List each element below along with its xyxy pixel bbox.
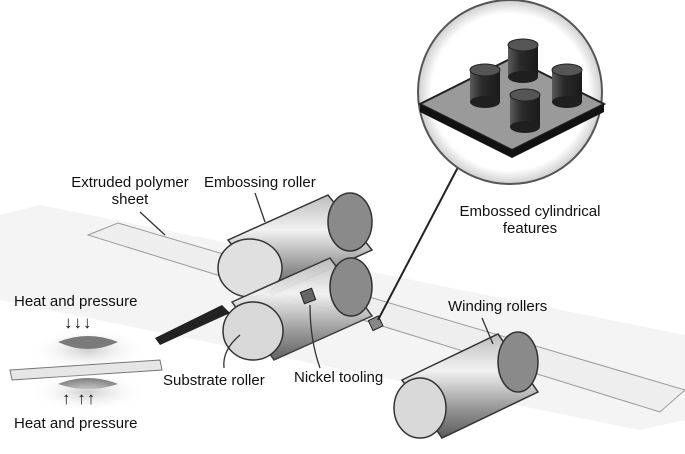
label-embossed-line1: Embossed cylindrical (459, 203, 601, 220)
label-extruded-line2: sheet (111, 191, 149, 208)
magnify-leader (377, 147, 469, 321)
leader-embossing (254, 192, 266, 223)
nickel-tooling-patch (299, 287, 317, 305)
winding-roller (393, 331, 540, 439)
heat-pressure-inset (9, 328, 163, 412)
label-embossed-line2: features (502, 220, 558, 237)
feed-rod (155, 305, 230, 345)
magnified-view (417, 0, 607, 185)
leader-nickel (309, 304, 321, 369)
label-extruded-polymer-sheet: Extruded polymer sheet (50, 174, 210, 208)
leader-substrate (223, 334, 241, 369)
down-arrows-icon: ↓↓↓ (64, 313, 93, 332)
pillar (509, 88, 541, 133)
up-arrows-icon: ↑ ↑↑ (62, 389, 97, 408)
label-heat-pressure-top: Heat and pressure (14, 293, 138, 310)
label-nickel-tooling: Nickel tooling (294, 369, 384, 386)
label-extruded-line1: Extruded polymer (71, 174, 189, 191)
pillar (551, 63, 583, 108)
label-embossed-features: Embossed cylindrical features (445, 203, 615, 237)
label-heat-pressure-bottom: Heat and pressure (14, 415, 138, 432)
leader-extruded (139, 211, 166, 236)
label-winding-rollers: Winding rollers (448, 298, 548, 315)
label-embossing-roller: Embossing roller (204, 174, 316, 191)
pillar (469, 63, 501, 108)
embossing-roller (217, 192, 374, 298)
label-substrate-roller: Substrate roller (163, 372, 265, 389)
substrate-roller (222, 257, 374, 361)
pillar (507, 38, 539, 83)
leader-winding (481, 317, 494, 345)
